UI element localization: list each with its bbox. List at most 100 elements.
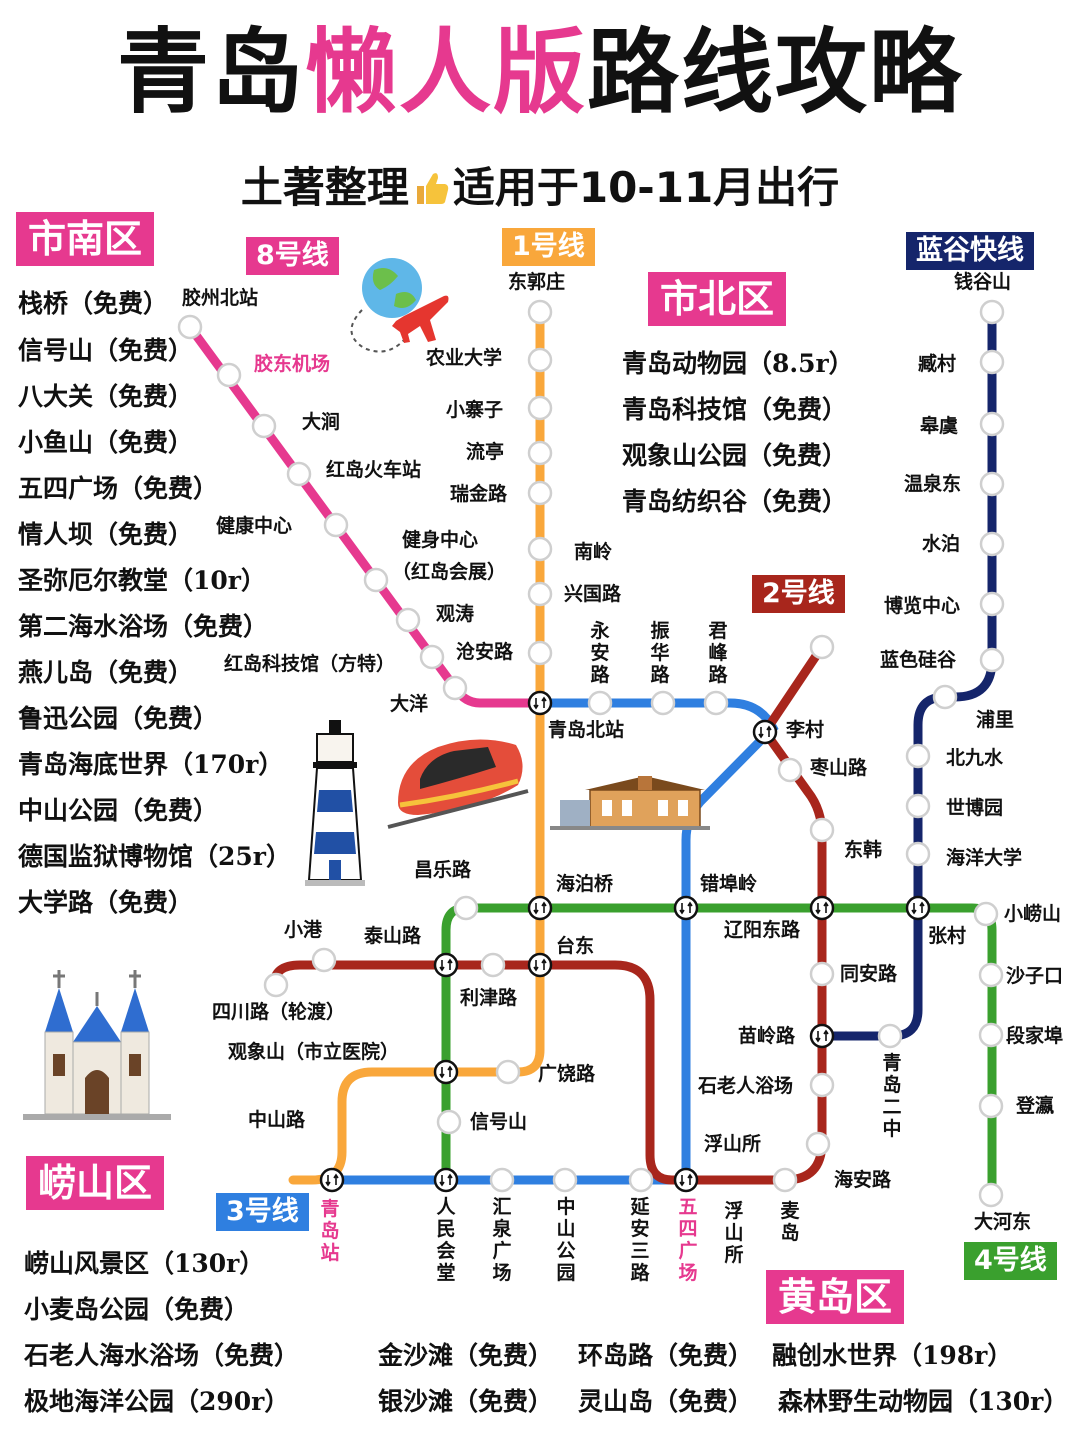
attraction-item: 大学路（免费） [18,888,194,917]
station-label: 浦里 [976,709,1015,731]
station-dot [263,972,289,998]
attraction-item: 五四广场（免费） [18,474,219,503]
station-dot [527,581,553,607]
attraction-item: 极地海洋公园（290r） [24,1387,290,1416]
station-dot [527,480,553,506]
station-label-vertical: 青岛站 [320,1198,340,1264]
station-dot [979,349,1005,375]
attraction-item: 情人坝（免费） [18,520,194,549]
station-label: 北九水 [946,747,1004,769]
station-dot [772,1167,798,1193]
station-dot [527,347,553,373]
station-label: 石老人浴场 [698,1075,794,1097]
station-label: 小港 [284,919,323,941]
station-dot [809,1072,835,1098]
station-label: 水泊 [922,533,961,555]
transfer-icon [752,719,778,745]
station-dot [905,793,931,819]
station-label: 博览中心 [884,595,961,617]
station-label: 温泉东 [904,473,962,495]
station-label-vertical: 延安三路 [630,1196,650,1284]
station-label: 海洋大学 [946,847,1023,869]
station-label: 红岛科技馆（方特） [224,653,396,675]
transfer-icon [433,1167,459,1193]
station-dot [527,536,553,562]
station-dot [979,411,1005,437]
station-dot [495,1059,521,1085]
attraction-item: 森林野生动物园（130r） [778,1387,1069,1416]
station-label: 观象山（市立医院） [228,1041,400,1063]
station-label-vertical: 五四广场 [678,1196,698,1284]
attraction-item: 栈桥（免费） [18,289,169,318]
transfer-icon [433,952,459,978]
station-dot [587,690,613,716]
station-label: 臧村 [918,353,957,375]
station-building-icon [550,776,710,830]
station-label-vertical: 麦岛 [780,1200,800,1244]
attraction-item: 青岛纺织谷（免费） [622,487,848,516]
transfer-icon [673,895,699,921]
lanegu-line-track [820,307,997,1041]
station-dot [395,607,421,633]
attraction-item: 鲁迅公园（免费） [18,704,219,733]
line-8-tag: 8号线 [246,237,339,275]
station-label: 辽阳东路 [724,919,801,941]
lighthouse-icon [305,720,365,886]
district-laoshan: 崂山区 [26,1156,165,1210]
station-label: 蓝色硅谷 [880,649,957,671]
district-shinan: 市南区 [16,212,155,266]
station-label: 胶州北站 [182,287,259,309]
attraction-item: 信号山（免费） [18,336,194,365]
station-dot [527,440,553,466]
station-label: 枣山路 [810,757,868,779]
line-2-tag: 2号线 [752,575,845,613]
station-label: 海泊桥 [556,873,614,895]
attraction-item: 青岛动物园（8.5r） [622,349,854,378]
station-label-vertical: 汇泉广场 [492,1196,512,1284]
station-dot [311,947,337,973]
station-label: 苗岭路 [738,1025,796,1047]
attraction-item: 小鱼山（免费） [18,428,194,457]
station-label: 瑞金路 [450,483,508,505]
page-subtitle: 土著整理适用于10-11月出行 [0,160,1080,216]
attraction-item: 德国监狱博物馆（25r） [18,842,291,871]
transfer-icon [809,895,835,921]
station-label: 大河东 [974,1211,1032,1233]
station-label: 泰山路 [364,925,422,947]
transfer-icon [809,1023,835,1049]
attraction-item: 银沙滩（免费） [378,1387,554,1416]
station-dot [363,567,389,593]
line-4-tag: 4号线 [964,1242,1057,1280]
station-label: 流亭 [466,441,505,463]
station-dot [905,743,931,769]
station-dot [978,1182,1004,1208]
station-label: 红岛火车站 [326,459,422,481]
transfer-icon [433,1059,459,1085]
station-label: 利津路 [460,987,518,1009]
station-label: 海安路 [834,1169,892,1191]
transfer-icon [319,1167,345,1193]
station-label: 李村 [786,719,825,741]
station-label: 大洋 [390,693,429,715]
station-dot [251,413,277,439]
station-label-vertical: 人民会堂 [436,1196,456,1284]
attraction-item: 圣弥厄尔教堂（10r） [18,566,266,595]
station-dot [809,817,835,843]
station-dot [979,531,1005,557]
station-dot [978,962,1004,988]
station-label: 健身中心 [402,529,479,551]
station-label: 皋虞 [920,415,959,437]
station-dot [978,1022,1004,1048]
station-label: 同安路 [840,963,898,985]
station-label: 信号山 [470,1111,528,1133]
station-dot [979,591,1005,617]
transfer-icon [527,952,553,978]
station-dot [932,684,958,710]
station-label: 浮山所 [704,1133,762,1155]
globe-airplane-icon [350,258,449,353]
attraction-item: 小麦岛公园（免费） [24,1295,250,1324]
station-dot [480,952,506,978]
station-dot [978,1093,1004,1119]
